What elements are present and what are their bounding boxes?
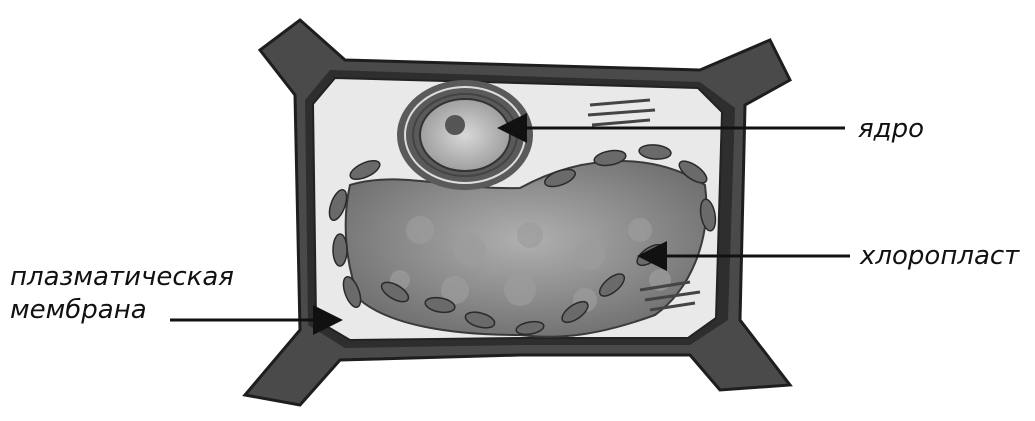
nucleus bbox=[397, 80, 533, 190]
nucleus-label: ядро bbox=[858, 114, 924, 144]
membrane-label-line1: плазматическая bbox=[10, 262, 234, 292]
membrane-label-line2: мембрана bbox=[10, 295, 147, 325]
chloroplast-label: хлоропласт bbox=[859, 241, 1020, 271]
